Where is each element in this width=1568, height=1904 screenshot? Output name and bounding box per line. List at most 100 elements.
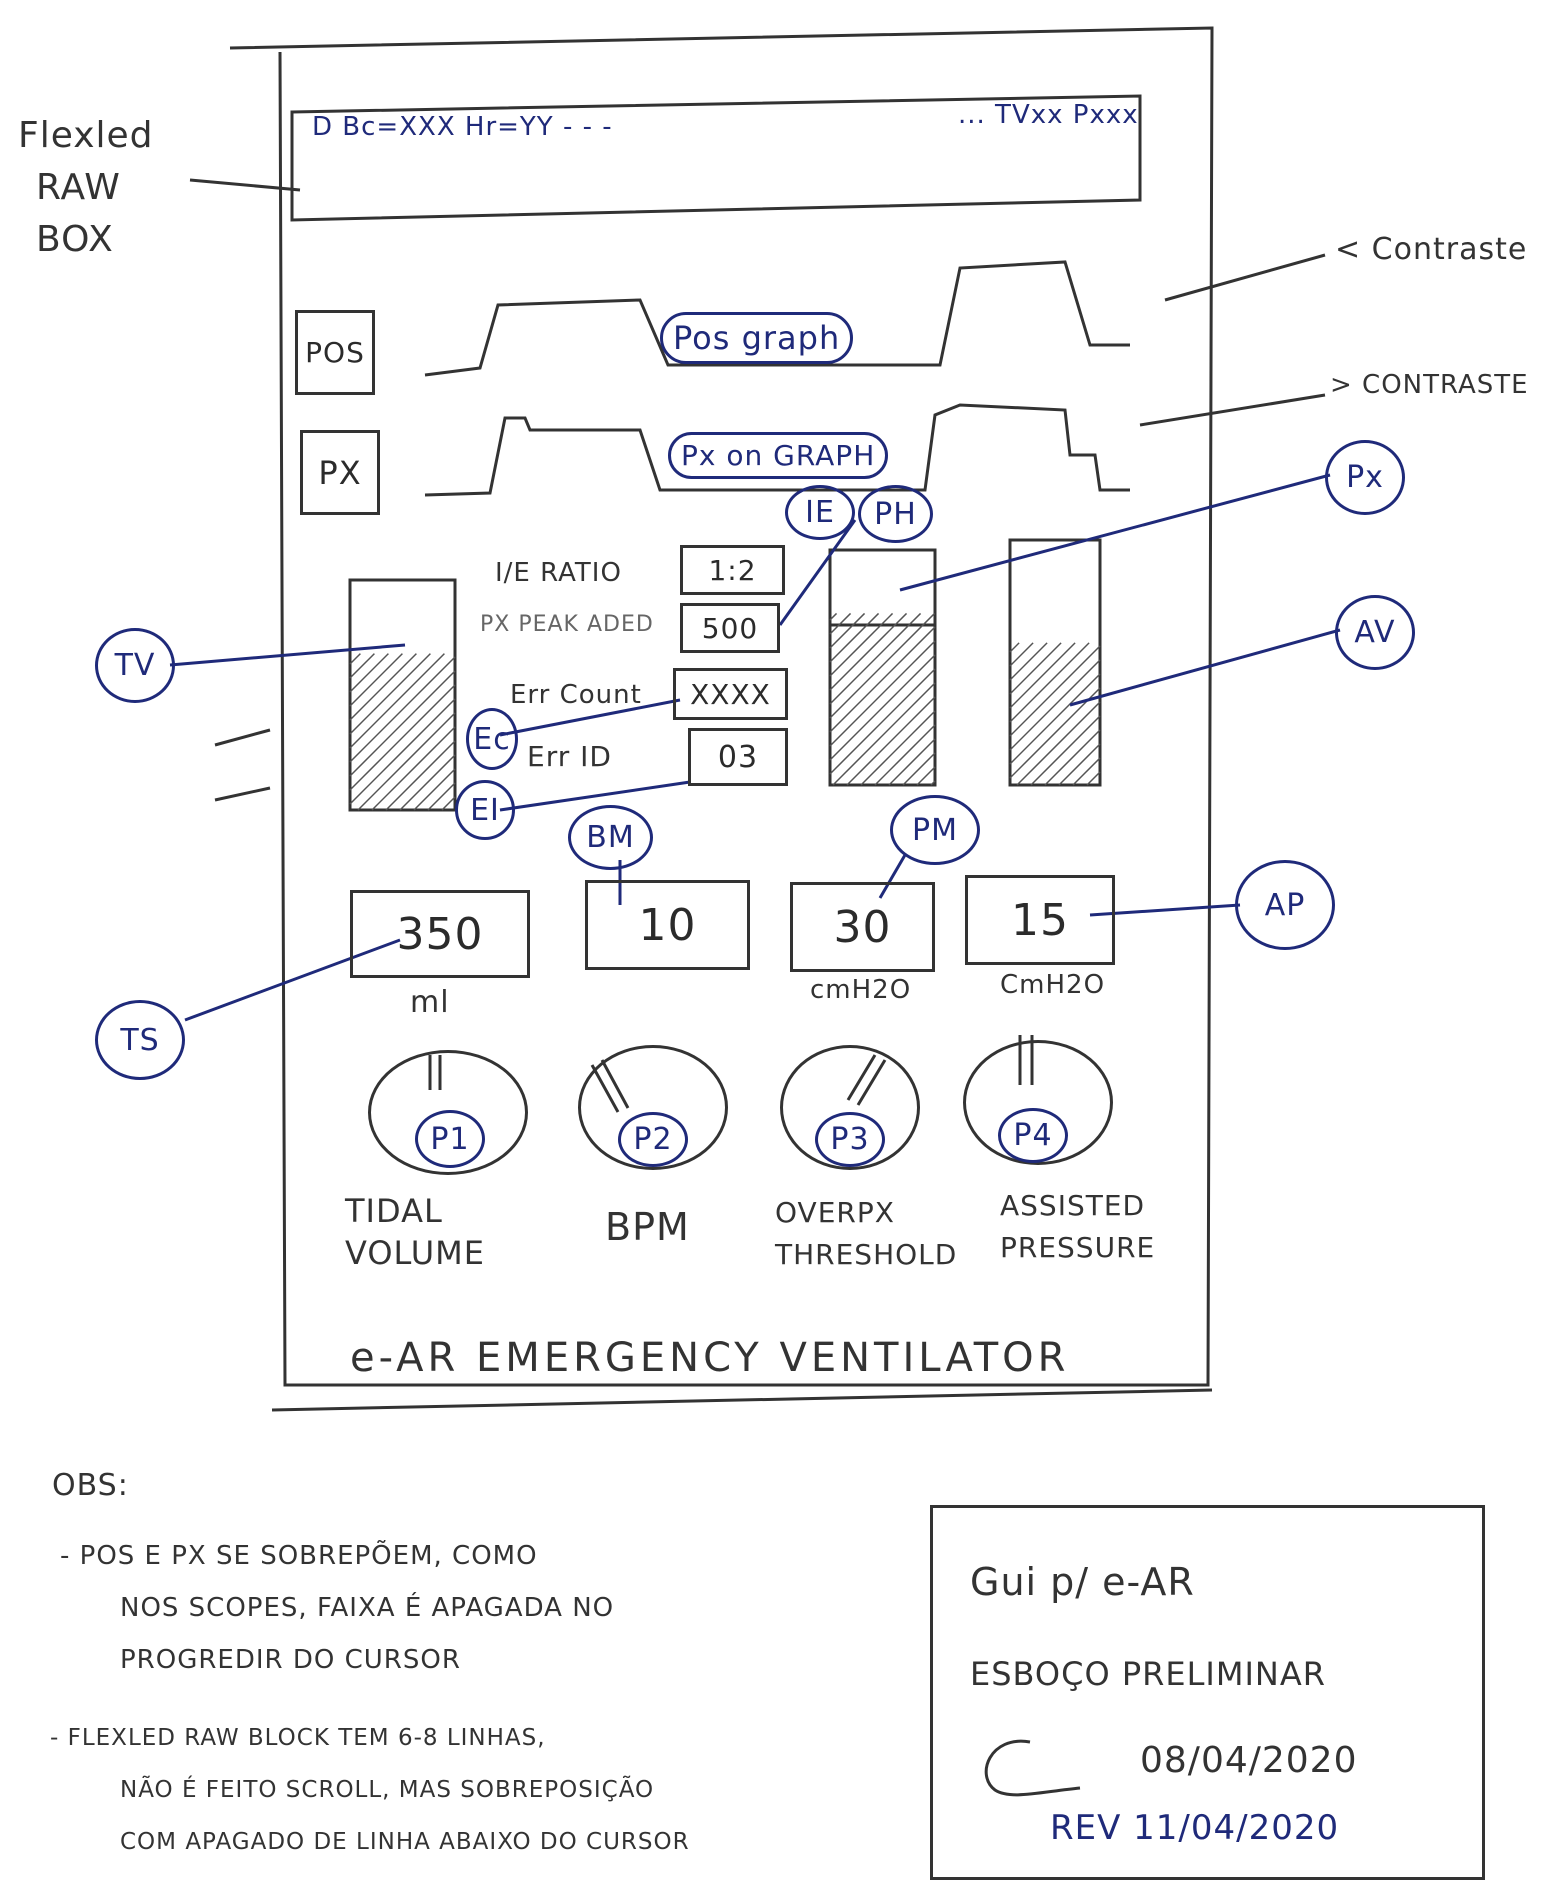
px-graph-label: PX [300, 430, 380, 515]
knob-label-overpx: OVERPX THRESHOLD [775, 1192, 957, 1276]
hatch-line [1030, 715, 1101, 786]
hatch-line [916, 766, 936, 786]
hatch-line [829, 612, 866, 649]
pos-label-text: POS [305, 336, 365, 369]
ie-ratio-value: 1:2 [708, 553, 757, 587]
bpm-knob[interactable] [578, 1045, 728, 1170]
err-id-value: 03 [717, 739, 759, 775]
tag-p1: P1 [415, 1110, 485, 1168]
side-label-line: BOX [36, 219, 114, 260]
raw-box-side-label: Flexled RAW BOX [18, 110, 154, 266]
hatch-line [349, 656, 456, 763]
contrast-decrease-label[interactable]: < Contraste [1335, 232, 1528, 267]
bpm-value: 10 [638, 899, 697, 951]
tag-px: Px [1325, 440, 1405, 515]
note-line: PROGREDIR DO CURSOR [120, 1645, 461, 1675]
tag-ei: EI [455, 780, 515, 840]
hatch-line [829, 612, 894, 677]
hatch-line [902, 752, 936, 786]
px-waveform [424, 403, 1130, 497]
title-block-line-1: Gui p/ e-AR [970, 1560, 1195, 1604]
hatch-line [349, 684, 456, 791]
knob-pointer-p3 [846, 1054, 887, 1106]
tag-ph: PH [858, 485, 933, 543]
hatch-line [349, 653, 445, 749]
hatch-line [1009, 642, 1020, 653]
hatch-line [349, 670, 456, 777]
tag-ec-text: Ec [473, 721, 511, 757]
knob-label-line: OVERPX [775, 1196, 895, 1229]
title-block-line-2: ESBOÇO PRELIMINAR [970, 1655, 1326, 1693]
annotation-leaders [169, 473, 1341, 1022]
side-label-line: Flexled [18, 115, 154, 156]
err-id-label: Err ID [527, 740, 612, 773]
contrast-increase-label[interactable]: > CONTRASTE [1330, 370, 1529, 400]
hatch-line [829, 654, 936, 761]
hatch-line [1009, 642, 1090, 723]
hatch-line [829, 612, 922, 705]
assisted-pressure-knob[interactable] [963, 1040, 1113, 1165]
tag-ap: AP [1235, 860, 1335, 950]
tag-p3-text: P3 [830, 1122, 870, 1157]
tidal-volume-knob[interactable] [368, 1050, 528, 1175]
hatch-line [829, 612, 852, 635]
notes-item-2: - FLEXLED RAW BLOCK TEM 6-8 LINHAS, NÃO … [50, 1712, 690, 1868]
hatch-line [441, 796, 456, 811]
knob-label-line: VOLUME [345, 1234, 485, 1272]
tag-p1-text: P1 [430, 1121, 470, 1157]
signature-mark [984, 1739, 1081, 1797]
tag-p2-text: P2 [633, 1122, 673, 1157]
ie-ratio-value-box: 1:2 [680, 545, 785, 595]
tag-tv: TV [95, 628, 175, 703]
overpx-threshold-knob[interactable] [780, 1045, 920, 1170]
hatch-line [349, 653, 375, 679]
hatch-line [829, 640, 936, 747]
hatch-line [399, 754, 456, 811]
hatch-line [1044, 729, 1101, 786]
hatch-line [385, 740, 456, 811]
tag-av-text: AV [1354, 615, 1396, 650]
note-line: NOS SCOPES, FAIXA É APAGADA NO [120, 1593, 615, 1623]
hatch-line [829, 626, 936, 733]
signature [970, 1730, 1081, 1800]
raw-box-text-right: ... TVxx Pxxx [958, 100, 1139, 130]
pos-graph-label: POS [295, 310, 375, 395]
hatch-line [1009, 659, 1101, 751]
note-line: COM APAGADO DE LINHA ABAIXO DO CURSOR [120, 1829, 690, 1855]
px-label-text: PX [318, 453, 362, 492]
tag-bm: BM [568, 805, 653, 870]
tag-ph-text: PH [874, 496, 917, 532]
hatch-line [1009, 687, 1101, 779]
knob-label-tidal-volume: TIDAL VOLUME [345, 1190, 485, 1274]
ph-bar-frame [828, 548, 937, 787]
raw-box-text-left: D Bc=XXX Hr=YY - - - [312, 112, 613, 142]
tag-ie-text: IE [805, 495, 835, 530]
bar-hatching [349, 612, 1101, 811]
knob-pointer-p1 [428, 1055, 442, 1090]
hatch-line [829, 612, 936, 719]
hatch-line [1016, 701, 1101, 786]
tidal-volume-unit: ml [410, 985, 450, 1020]
knob-label-bpm: BPM [605, 1205, 690, 1249]
note-line: - POS E PX SE SOBREPÕEM, COMO [60, 1541, 538, 1571]
tag-pm: PM [890, 795, 980, 865]
raw-box-frame [290, 94, 1142, 222]
hatch-line [888, 738, 936, 786]
note-line: NÃO É FEITO SCROLL, MAS SOBREPOSIÇÃO [120, 1777, 655, 1803]
ie-ratio-label: I/E RATIO [495, 558, 622, 588]
tv-bar-frame [348, 578, 457, 812]
hatch-line [1058, 743, 1101, 786]
tidal-volume-value: 350 [396, 908, 484, 960]
px-graph-caption: Px on GRAPH [668, 432, 889, 479]
hatch-line [1086, 771, 1101, 786]
tag-p3: P3 [815, 1112, 885, 1167]
tag-pm-text: PM [912, 812, 958, 848]
overpx-unit: cmH2O [810, 975, 912, 1005]
err-count-label: Err Count [510, 680, 642, 710]
hatch-line [357, 712, 456, 811]
peak-label: PX PEAK ADED [480, 612, 654, 637]
hatch-line [349, 698, 456, 805]
tag-ap-text: AP [1264, 887, 1306, 923]
